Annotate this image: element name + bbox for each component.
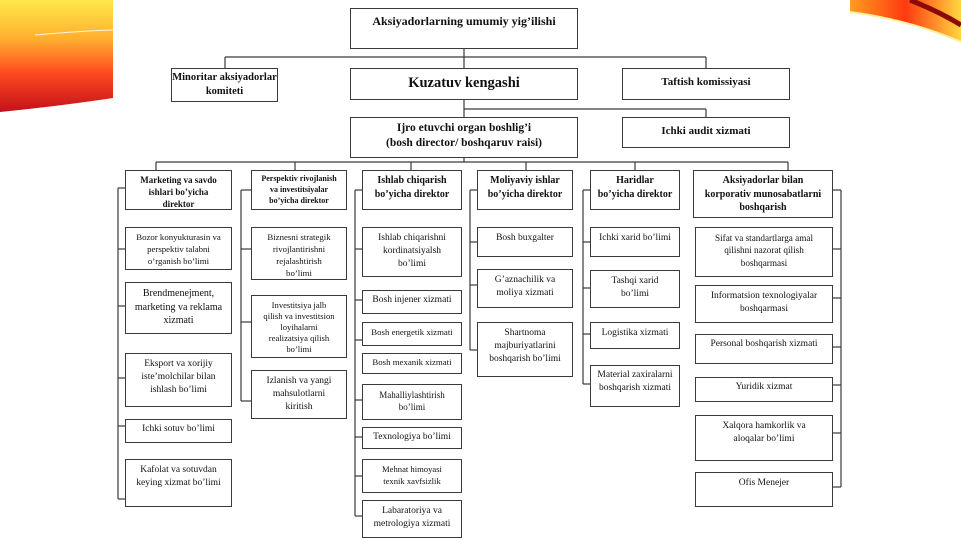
- unit-label: Izlanish va yangi mahsulotlarni kiritish: [266, 376, 332, 412]
- unit-label: Logistika xizmati: [601, 328, 669, 338]
- unit-label: Shartnoma majburiyatlarini boshqarish bo…: [489, 328, 561, 364]
- unit-box: Bozor konyukturasin va perspektiv talabn…: [125, 227, 232, 270]
- unit-box: Investitsiya jalb qilish va investitsion…: [251, 295, 347, 358]
- unit-box: Ichki sotuv bo’limi: [125, 419, 232, 443]
- unit-label: Eksport va xorijiy iste’molchilar bilan …: [141, 359, 216, 395]
- unit-label: Xalqora hamkorlik va aloqalar bo’limi: [722, 421, 806, 444]
- executive-head-box: Ijro etuvchi organ boshlig’i (bosh direc…: [350, 117, 578, 158]
- decorative-swoosh-right: [850, 0, 961, 43]
- unit-label: Yuridik xizmat: [735, 382, 793, 392]
- unit-label: Kafolat va sotuvdan keying xizmat bo’lim…: [136, 465, 221, 488]
- unit-box: Bosh energetik xizmati: [362, 322, 462, 346]
- unit-box: Informatsion texnologiyalar boshqarmasi: [695, 285, 833, 323]
- unit-box: Izlanish va yangi mahsulotlarni kiritish: [251, 370, 347, 419]
- unit-box: Kafolat va sotuvdan keying xizmat bo’lim…: [125, 459, 232, 507]
- director-procurement-label: Haridlar bo’yicha direktor: [597, 175, 673, 200]
- unit-box: Labaratoriya va metrologiya xizmati: [362, 500, 462, 538]
- unit-label: Bosh injener xizmati: [372, 295, 452, 305]
- unit-label: Biznesni strategik rivojlantirishni reja…: [267, 232, 331, 278]
- internal-audit-label: Ichki audit xizmati: [661, 125, 751, 137]
- general-meeting-box: Aksiyadorlarning umumiy yig’ilishi: [350, 8, 578, 49]
- unit-label: Informatsion texnologiyalar boshqarmasi: [710, 291, 818, 314]
- minority-committee-label: Minoritar aksiyadorlar komiteti: [172, 72, 277, 98]
- unit-label: Personal boshqarish xizmati: [710, 339, 818, 349]
- director-procurement: Haridlar bo’yicha direktor: [590, 170, 680, 210]
- unit-box: Bosh buxgalter: [477, 227, 573, 257]
- unit-label: Tashqi xarid bo’limi: [611, 276, 659, 299]
- unit-box: Material zaxiralarni boshqarish xizmati: [590, 365, 680, 407]
- unit-label: Bosh energetik xizmati: [371, 327, 453, 337]
- unit-box: Tashqi xarid bo’limi: [590, 270, 680, 308]
- unit-label: Bosh mexanik xizmati: [372, 357, 452, 367]
- unit-label: Texnologiya bo’limi: [373, 432, 451, 442]
- director-shareholder-relations-label: Aksiyadorlar bilan korporativ munosabatl…: [704, 175, 822, 213]
- unit-box: Shartnoma majburiyatlarini boshqarish bo…: [477, 322, 573, 377]
- unit-box: Eksport va xorijiy iste’molchilar bilan …: [125, 353, 232, 407]
- unit-box: Ichki xarid bo’limi: [590, 227, 680, 257]
- director-production: Ishlab chiqarish bo’yicha direktor: [362, 170, 462, 210]
- unit-box: Biznesni strategik rivojlantirishni reja…: [251, 227, 347, 280]
- decorative-swoosh-left: [0, 0, 114, 112]
- unit-label: Bosh buxgalter: [496, 233, 554, 243]
- unit-box: Personal boshqarish xizmati: [695, 334, 833, 364]
- unit-label: Investitsiya jalb qilish va investitsion…: [263, 300, 335, 354]
- unit-box: Bosh mexanik xizmati: [362, 353, 462, 374]
- minority-committee-box: Minoritar aksiyadorlar komiteti: [171, 68, 278, 102]
- unit-box: Xalqora hamkorlik va aloqalar bo’limi: [695, 415, 833, 461]
- unit-label: Material zaxiralarni boshqarish xizmati: [597, 370, 673, 393]
- unit-box: Brendmenejment, marketing va reklama xiz…: [125, 282, 232, 334]
- unit-label: Mehnat himoyasi texnik xavfsizlik: [382, 464, 442, 486]
- unit-label: Ichki xarid bo’limi: [599, 233, 671, 243]
- director-marketing-label: Marketing va savdo ishlari bo’yicha dire…: [140, 175, 217, 210]
- director-finance-label: Moliyaviy ishlar bo’yicha direktor: [487, 175, 563, 200]
- audit-commission-box: Taftish komissiyasi: [622, 68, 790, 100]
- unit-box: Bosh injener xizmati: [362, 290, 462, 314]
- supervisory-board-label: Kuzatuv kengashi: [408, 75, 520, 92]
- unit-box: Yuridik xizmat: [695, 377, 833, 402]
- unit-box: Mehnat himoyasi texnik xavfsizlik: [362, 459, 462, 493]
- unit-label: G’aznachilik va moliya xizmati: [494, 275, 556, 298]
- unit-label: Sifat va standartlarga amal qilishni naz…: [714, 233, 814, 268]
- director-investments-label: Perspektiv rivojlanish va investitsiyala…: [261, 174, 337, 205]
- internal-audit-box: Ichki audit xizmati: [622, 117, 790, 148]
- director-finance: Moliyaviy ishlar bo’yicha direktor: [477, 170, 573, 210]
- unit-box: Logistika xizmati: [590, 322, 680, 349]
- executive-head-label: Ijro etuvchi organ boshlig’i (bosh direc…: [385, 122, 542, 149]
- unit-label: Ishlab chiqarishni kordinatsiyalsh bo’li…: [378, 233, 446, 269]
- unit-label: Bozor konyukturasin va perspektiv talabn…: [136, 232, 221, 266]
- unit-box: Mahalliylashtirish bo’limi: [362, 384, 462, 420]
- unit-box: Texnologiya bo’limi: [362, 427, 462, 449]
- unit-label: Labaratoriya va metrologiya xizmati: [373, 506, 451, 529]
- unit-label: Mahalliylashtirish bo’limi: [379, 390, 445, 413]
- unit-label: Brendmenejment, marketing va reklama xiz…: [134, 288, 223, 326]
- unit-label: Ofis Menejer: [738, 478, 790, 488]
- unit-label: Ichki sotuv bo’limi: [142, 424, 215, 434]
- director-production-label: Ishlab chiqarish bo’yicha direktor: [374, 175, 450, 200]
- unit-box: Ofis Menejer: [695, 472, 833, 507]
- supervisory-board-box: Kuzatuv kengashi: [350, 68, 578, 100]
- director-investments: Perspektiv rivojlanish va investitsiyala…: [251, 170, 347, 210]
- director-marketing: Marketing va savdo ishlari bo’yicha dire…: [125, 170, 232, 210]
- unit-box: Sifat va standartlarga amal qilishni naz…: [695, 227, 833, 277]
- general-meeting-label: Aksiyadorlarning umumiy yig’ilishi: [372, 14, 556, 28]
- audit-commission-label: Taftish komissiyasi: [661, 76, 751, 88]
- director-shareholder-relations: Aksiyadorlar bilan korporativ munosabatl…: [693, 170, 833, 218]
- unit-box: G’aznachilik va moliya xizmati: [477, 269, 573, 308]
- unit-box: Ishlab chiqarishni kordinatsiyalsh bo’li…: [362, 227, 462, 277]
